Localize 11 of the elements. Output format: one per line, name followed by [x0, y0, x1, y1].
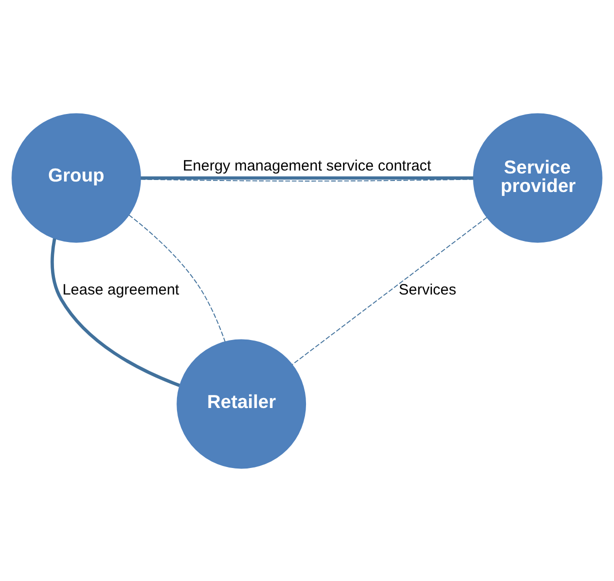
connector [140, 178, 474, 182]
connector [128, 214, 226, 342]
connector [140, 176, 474, 180]
edge-label: Services [398, 281, 456, 298]
connector [50, 238, 180, 386]
node-circle: Retailer [176, 338, 306, 468]
connector [292, 216, 488, 364]
edge-label: Energy management service contract [182, 156, 432, 174]
node-circle: Service provider [473, 112, 602, 242]
node-circle: Group [12, 112, 141, 242]
edge-label: Lease agreement [62, 281, 180, 298]
